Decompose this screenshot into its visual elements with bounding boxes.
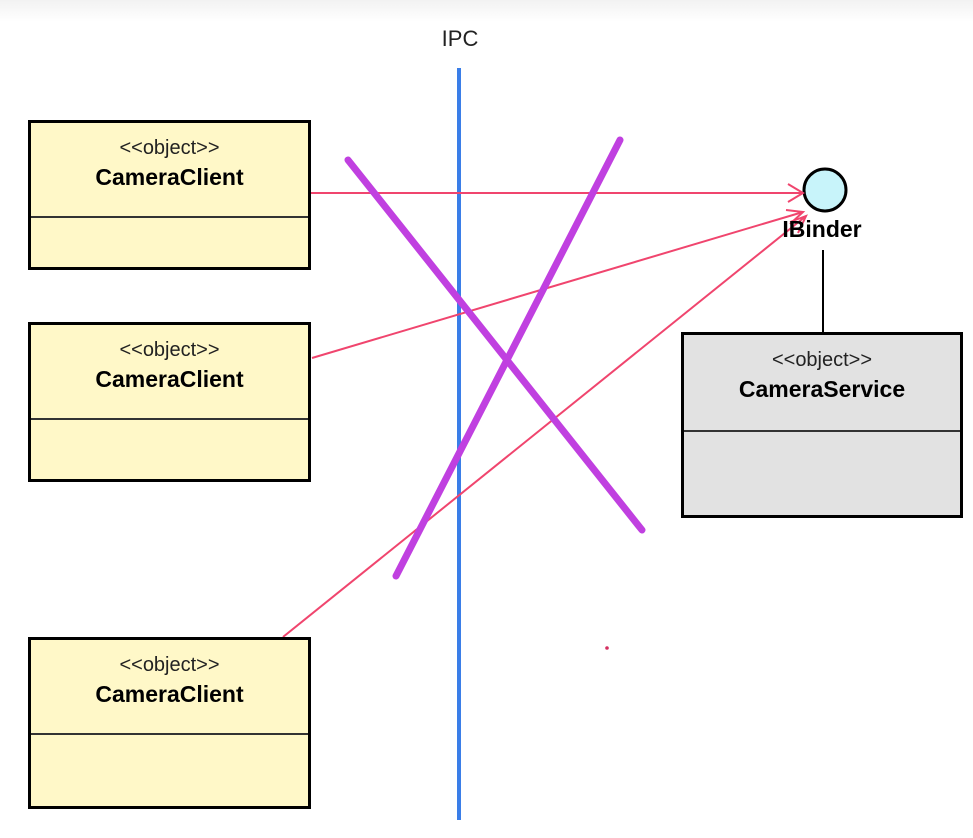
client-header: <<object>> CameraClient [31,640,308,735]
ibinder-label: IBinder [782,216,862,242]
stereotype-label: <<object>> [771,349,873,371]
object-name: CameraClient [95,366,244,392]
top-fade [0,0,973,22]
stereotype-label: <<object>> [119,137,220,159]
object-name: CameraService [738,376,906,402]
arrowhead-client-1 [787,183,805,203]
arrowhead-client-3 [789,214,808,234]
cross-stroke-2 [392,136,624,580]
ibinder-interface-icon [802,167,848,213]
camera-client-box-1[interactable]: <<object>> CameraClient [28,120,311,270]
stray-dot [605,646,609,650]
service-header: <<object>> CameraService [684,335,960,432]
arrow-client-3 [282,215,807,638]
stereotype-label: <<object>> [119,654,220,676]
arrow-client-2 [311,211,804,359]
stereotype-label: <<object>> [119,339,220,361]
camera-client-box-3[interactable]: <<object>> CameraClient [28,637,311,809]
object-name: CameraClient [95,164,244,190]
cross-stroke-1 [344,156,646,534]
camera-service-box[interactable]: <<object>> CameraService [681,332,963,518]
camera-client-box-2[interactable]: <<object>> CameraClient [28,322,311,482]
ipc-label: IPC [441,26,479,51]
object-name: CameraClient [95,681,244,707]
client-header: <<object>> CameraClient [31,123,308,218]
client-header: <<object>> CameraClient [31,325,308,420]
